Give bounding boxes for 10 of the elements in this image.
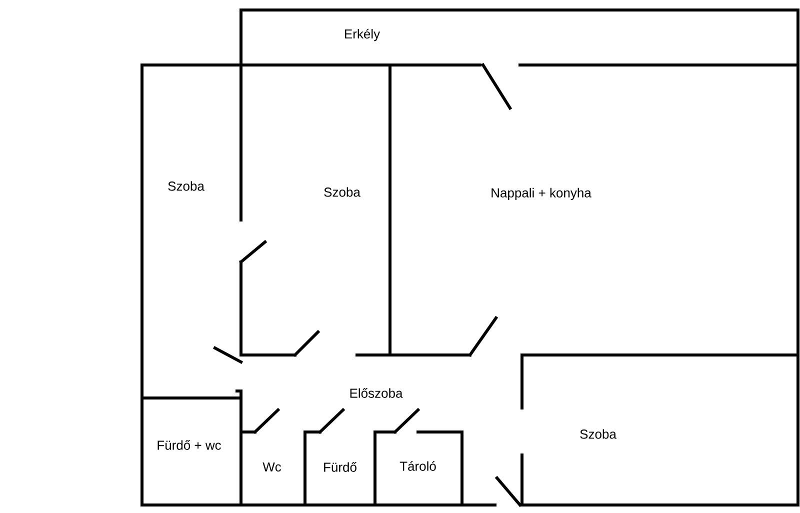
room-label: Szoba: [168, 181, 204, 191]
room-label: Tároló: [400, 461, 436, 471]
room-label: Szoba: [580, 429, 616, 439]
room-label: Szoba: [324, 187, 360, 197]
room-label: Erkély: [345, 28, 380, 42]
room-label: Fürdő: [324, 462, 356, 472]
room-label: Fürdő + wc: [158, 440, 221, 450]
room-label: Wc: [262, 462, 282, 472]
room-label: Előszoba: [350, 388, 403, 398]
room-label: Nappali + konyha: [492, 188, 592, 200]
